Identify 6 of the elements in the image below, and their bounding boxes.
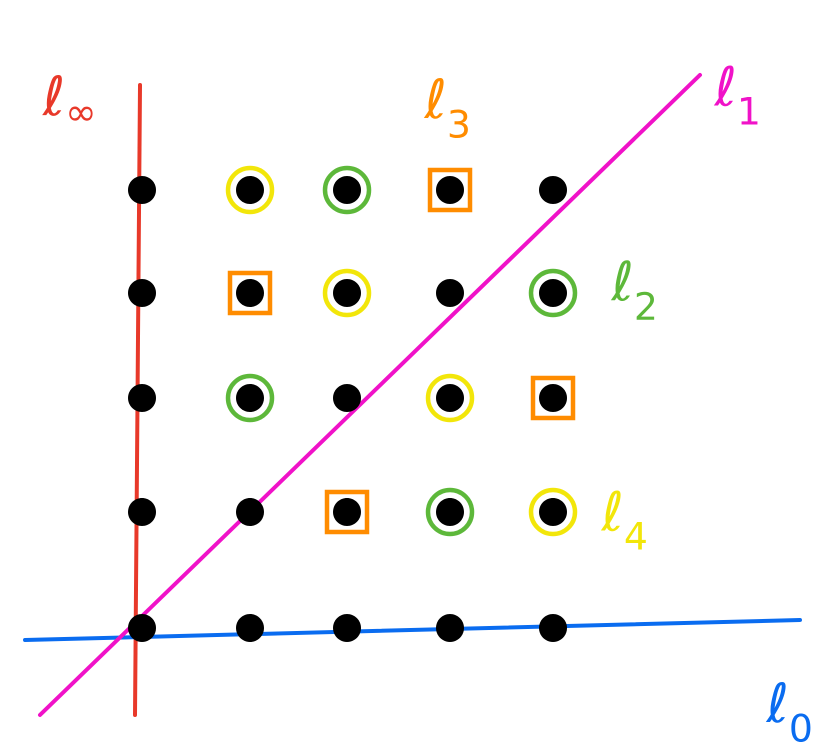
line-label: ℓ$_{2}$ [610,260,654,320]
line-label: ℓ$_{0}$ [766,682,810,742]
line-label: ℓ$_{3}$ [424,78,468,138]
line-label: ℓ$_{4}$ [600,490,646,550]
line-label: ℓ$_{∞}$ [42,75,93,121]
line-label: ℓ$_{1}$ [714,65,758,125]
